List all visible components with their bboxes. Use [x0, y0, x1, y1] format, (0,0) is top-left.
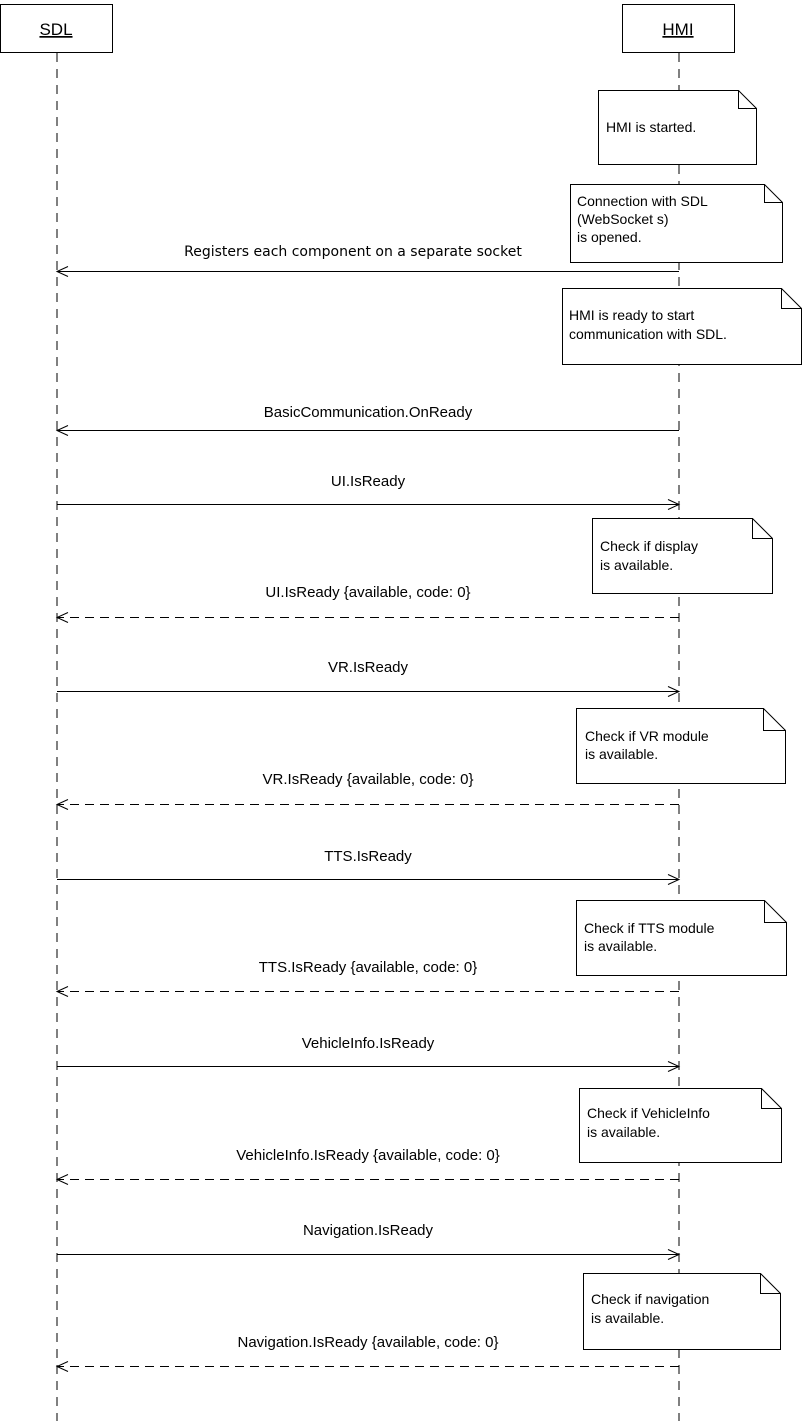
note: Check if VR module is available.: [576, 708, 786, 784]
participant-label-sdl: SDL: [39, 20, 72, 39]
participant-hmi: HMI: [622, 4, 735, 53]
message-label: VR.IsReady: [328, 659, 409, 676]
participant-box-hmi: [622, 4, 735, 53]
note-box: [583, 1273, 781, 1350]
message: UI.IsReady: [57, 473, 681, 510]
note: HMI is started.: [598, 90, 757, 165]
message-label: UI.IsReady: [331, 473, 406, 490]
note-box: [570, 184, 783, 263]
note-text: Check if display: [600, 538, 698, 554]
message: TTS.IsReady: [57, 848, 681, 885]
message: Navigation.IsReady: [57, 1222, 681, 1260]
note-text: Check if navigation: [591, 1291, 709, 1307]
message-label: VehicleInfo.IsReady {available, code: 0}: [236, 1147, 500, 1164]
note-text: HMI is ready to start: [569, 307, 694, 323]
participant-sdl: SDL: [0, 4, 113, 53]
message: TTS.IsReady {available, code: 0}: [55, 959, 679, 997]
note-text: Check if VehicleInfo: [587, 1105, 710, 1121]
note-text: Check if TTS module: [584, 920, 715, 936]
note-box: [598, 90, 757, 165]
message: VR.IsReady: [57, 659, 681, 697]
message: VehicleInfo.IsReady: [57, 1035, 681, 1072]
participant-box-sdl: [0, 4, 113, 53]
note-text: Check if VR module: [585, 728, 709, 744]
note: Check if display is available.: [592, 518, 773, 594]
note: HMI is ready to start communication with …: [562, 288, 802, 365]
notes-layer: HMI is started. Connection with SDL (WebSo…: [562, 90, 802, 1350]
note-box: [592, 518, 773, 594]
note-text: is available.: [584, 938, 657, 954]
note-text: is opened.: [577, 229, 642, 245]
message-label: TTS.IsReady {available, code: 0}: [259, 959, 477, 976]
message-label: VehicleInfo.IsReady: [302, 1035, 435, 1052]
message: UI.IsReady {available, code: 0}: [55, 584, 679, 623]
note-text: is available.: [585, 746, 658, 762]
participant-label-hmi: HMI: [662, 20, 693, 39]
message-label: Navigation.IsReady {available, code: 0}: [237, 1334, 498, 1351]
note: Check if navigation is available.: [583, 1273, 781, 1350]
message-label: Navigation.IsReady: [303, 1222, 434, 1239]
message-label: UI.IsReady {available, code: 0}: [265, 584, 470, 601]
note: Check if TTS module is available.: [576, 900, 787, 976]
note-text: Connection with SDL: [577, 193, 708, 209]
note-text: is available.: [587, 1124, 660, 1140]
note: Connection with SDL (WebSocket s) is opene…: [570, 184, 783, 263]
note: Check if VehicleInfo is available.: [579, 1088, 782, 1163]
note-text: is available.: [600, 557, 673, 573]
message: Registers each component on a separate s…: [55, 244, 679, 277]
messages-layer: Registers each component on a separate s…: [55, 244, 681, 1372]
message: BasicCommunication.OnReady: [55, 404, 679, 436]
message-label: Registers each component on a separate s…: [184, 244, 522, 260]
note-text: communication with SDL.: [569, 326, 727, 342]
message-label: TTS.IsReady: [324, 848, 412, 865]
message-label: VR.IsReady {available, code: 0}: [263, 771, 474, 788]
note-box: [576, 708, 786, 784]
note-text: is available.: [591, 1310, 664, 1326]
note-text: (WebSocket s): [577, 211, 669, 227]
note-box: [576, 900, 787, 976]
note-text: HMI is started.: [606, 119, 696, 135]
message: VehicleInfo.IsReady {available, code: 0}: [55, 1147, 679, 1185]
message: VR.IsReady {available, code: 0}: [55, 771, 679, 810]
note-box: [579, 1088, 782, 1163]
message-label: BasicCommunication.OnReady: [264, 404, 473, 421]
message: Navigation.IsReady {available, code: 0}: [55, 1334, 679, 1372]
